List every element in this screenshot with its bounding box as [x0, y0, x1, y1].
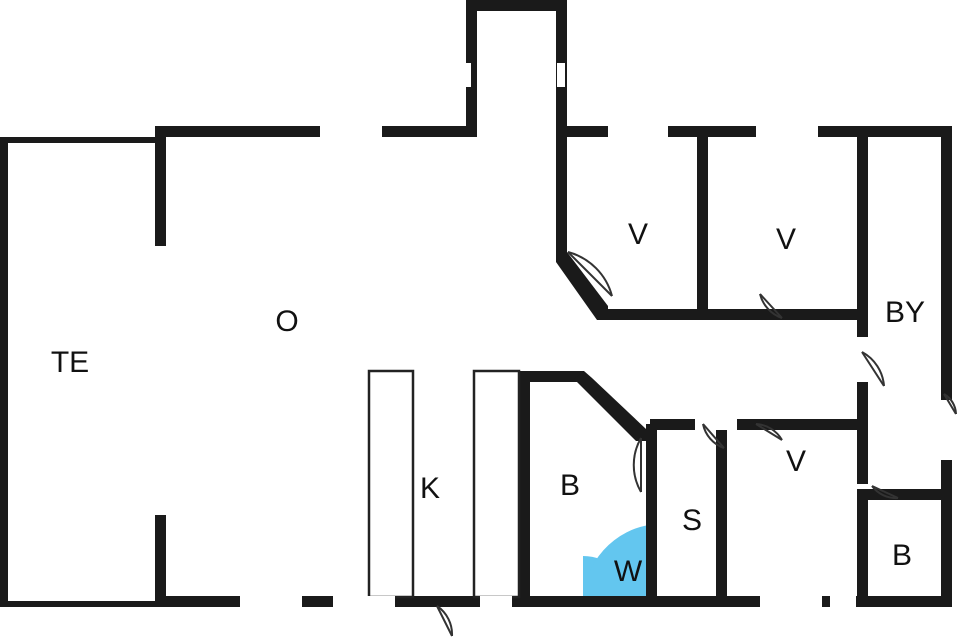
room-label-te: TE: [50, 346, 90, 379]
exterior-walls: [0, 0, 952, 607]
room-label-b-bath: B: [559, 469, 581, 502]
thin-partitions: [367, 369, 521, 599]
room-label-b-lower: B: [891, 539, 913, 572]
room-label-w: W: [613, 555, 643, 588]
room-label-s: S: [681, 504, 703, 537]
room-label-o: O: [275, 305, 299, 338]
room-label-v-lower: V: [785, 445, 807, 478]
room-label-v-top-right: V: [775, 223, 797, 256]
shower-area-fill: [582, 524, 655, 604]
room-label-k: K: [419, 472, 441, 505]
room-label-by: BY: [884, 296, 926, 329]
door-swings: [436, 251, 957, 637]
interior-walls: [519, 137, 952, 597]
window-openings: [155, 63, 952, 607]
room-label-v-top-left: V: [627, 218, 649, 251]
